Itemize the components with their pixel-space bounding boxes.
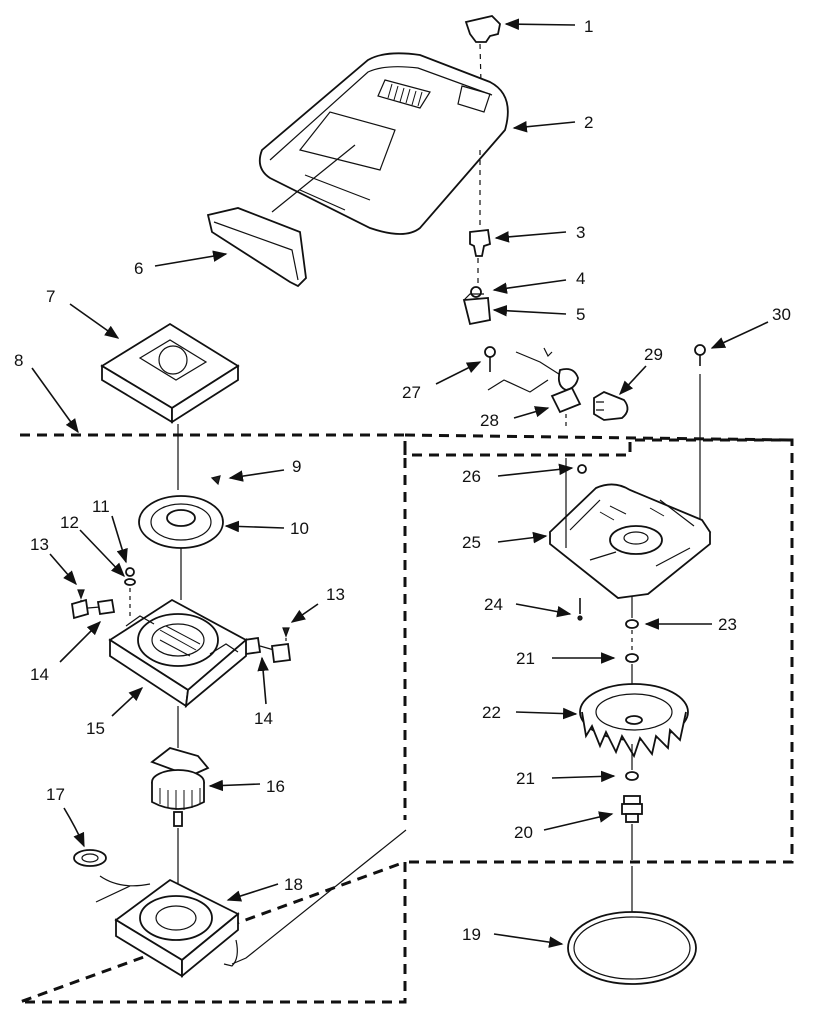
callout-1: 1 bbox=[584, 17, 593, 36]
part-fan-housing-25 bbox=[548, 458, 712, 618]
assembly-8-top-edge bbox=[404, 433, 793, 442]
part-screw-30 bbox=[694, 344, 706, 520]
callout-16: 16 bbox=[266, 777, 285, 796]
callout-14-left: 14 bbox=[30, 665, 49, 684]
callout-9: 9 bbox=[292, 457, 301, 476]
callout-11: 11 bbox=[92, 497, 110, 516]
assembly-8-boundary bbox=[19, 433, 407, 1004]
part-washer-12 bbox=[124, 578, 136, 620]
callout-28: 28 bbox=[480, 411, 499, 430]
callout-21-lower: 21 bbox=[516, 769, 535, 788]
callout-27: 27 bbox=[402, 383, 421, 402]
part-clip-17 bbox=[73, 849, 107, 867]
callout-24: 24 bbox=[484, 595, 503, 614]
part-cap bbox=[464, 15, 501, 85]
part-motor-mount-15 bbox=[108, 598, 248, 748]
callout-20: 20 bbox=[514, 823, 533, 842]
callout-22: 22 bbox=[482, 703, 501, 722]
callout-14-right: 14 bbox=[254, 709, 273, 728]
part-rotor-16 bbox=[150, 747, 210, 890]
callout-labels: 1 2 3 4 5 6 7 8 9 10 11 12 13 13 14 14 1… bbox=[14, 17, 791, 944]
callout-19: 19 bbox=[462, 925, 481, 944]
part-gasket-10 bbox=[138, 495, 224, 600]
part-fan-22 bbox=[579, 683, 689, 770]
part-screw-9 bbox=[210, 475, 221, 486]
callout-4: 4 bbox=[576, 269, 585, 288]
part-bulb-29 bbox=[593, 390, 629, 421]
part-belt-19 bbox=[567, 911, 697, 985]
callout-25: 25 bbox=[462, 533, 481, 552]
part-motor-base-18 bbox=[95, 829, 407, 978]
part-top-housing bbox=[258, 52, 509, 235]
part-screw-27 bbox=[484, 346, 496, 372]
callout-13-right: 13 bbox=[326, 585, 345, 604]
fan-assembly-boundary bbox=[403, 438, 794, 864]
callout-29: 29 bbox=[644, 345, 663, 364]
callout-21-upper: 21 bbox=[516, 649, 535, 668]
part-screw-24 bbox=[577, 598, 583, 621]
callout-18: 18 bbox=[284, 875, 303, 894]
callout-12: 12 bbox=[60, 513, 79, 532]
callout-6: 6 bbox=[134, 259, 143, 278]
callout-2: 2 bbox=[584, 113, 593, 132]
part-nut-26 bbox=[577, 464, 587, 474]
part-washer-23 bbox=[625, 619, 639, 650]
callout-30: 30 bbox=[772, 305, 791, 324]
part-filter bbox=[100, 322, 240, 490]
part-clip bbox=[469, 229, 491, 285]
callout-10: 10 bbox=[290, 519, 309, 538]
part-front-bezel bbox=[206, 144, 356, 288]
callout-15: 15 bbox=[86, 719, 105, 738]
callout-3: 3 bbox=[576, 223, 585, 242]
callout-26: 26 bbox=[462, 467, 481, 486]
callout-13-left: 13 bbox=[30, 535, 49, 554]
callout-5: 5 bbox=[576, 305, 585, 324]
leader-arrows bbox=[31, 18, 769, 948]
callout-8: 8 bbox=[14, 351, 23, 370]
callout-23: 23 bbox=[718, 615, 737, 634]
part-connector-14-left bbox=[70, 598, 116, 620]
part-lamp-socket-28 bbox=[487, 347, 582, 430]
callout-17: 17 bbox=[46, 785, 65, 804]
part-switch bbox=[462, 286, 491, 326]
part-nut-11 bbox=[125, 567, 135, 577]
callout-7: 7 bbox=[46, 287, 55, 306]
part-connector-14-right bbox=[242, 636, 292, 664]
part-washer-21-lower bbox=[625, 771, 639, 781]
